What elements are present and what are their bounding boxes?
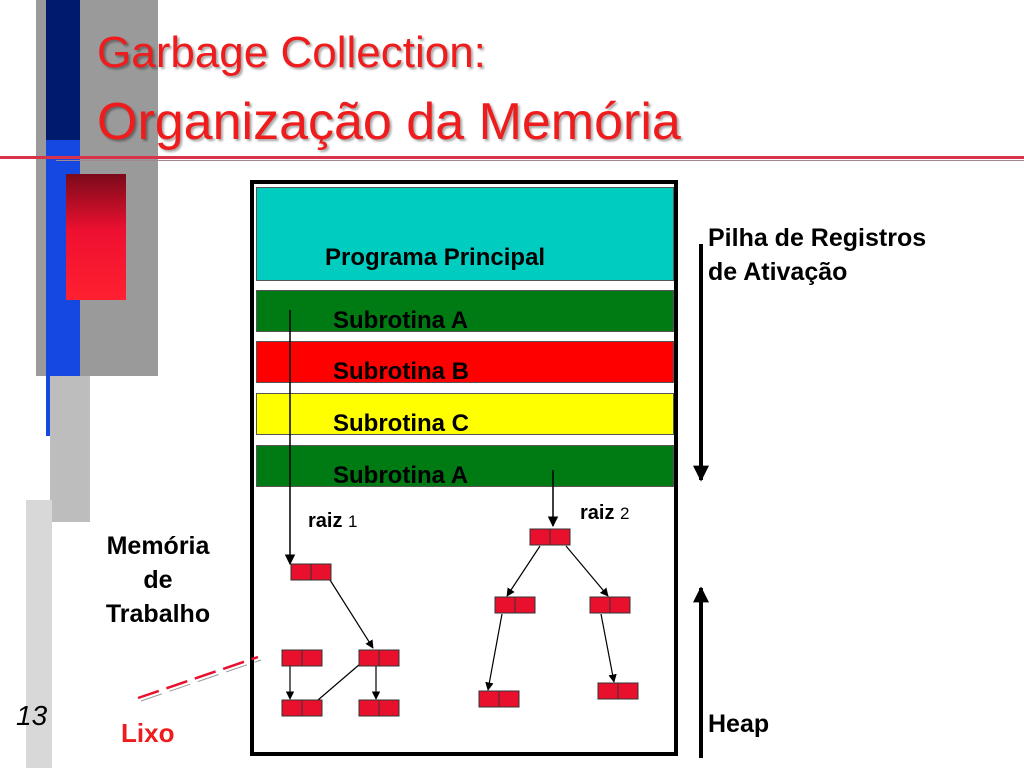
heap-node xyxy=(358,699,400,717)
root1-label: raiz 1 xyxy=(308,508,358,535)
stack-label: Pilha de Registros de Ativação xyxy=(708,222,926,290)
stack-frame-label: Subrotina C xyxy=(333,410,469,437)
decor-thin-gray-bar xyxy=(26,500,52,768)
root2-label: raiz 2 xyxy=(580,500,630,527)
working-memory-line1: Memória xyxy=(106,532,210,560)
stack-frame-subrotina-a-1: Subrotina A xyxy=(256,290,674,334)
stack-label-line2: de Ativação xyxy=(708,257,848,286)
heap-node xyxy=(494,596,536,614)
heap-edge xyxy=(506,545,541,597)
heap-node xyxy=(478,690,520,708)
decor-dark-blue-bar xyxy=(46,0,80,140)
heap-node xyxy=(281,649,323,667)
stack-frame-label: Subrotina A xyxy=(333,462,469,489)
heap-edge xyxy=(485,613,503,691)
heap-label: Heap xyxy=(708,710,770,738)
stack-frame-subrotina-c: Subrotina C xyxy=(256,393,674,437)
garbage-pointer xyxy=(137,655,259,700)
stack-frame-main-label: Programa Principal xyxy=(325,244,546,271)
heap-edge xyxy=(329,579,374,649)
root1-word: raiz xyxy=(308,510,343,532)
garbage-label: Lixo xyxy=(121,718,175,748)
garbage-pointer-shadow xyxy=(140,659,262,702)
title-rule-shadow xyxy=(56,160,1024,161)
stack-frame-main: Programa Principal xyxy=(256,187,674,281)
heap-edge xyxy=(600,613,617,683)
stack-frame-label: Subrotina B xyxy=(333,358,469,385)
stack-frame-label: Subrotina A xyxy=(333,307,469,334)
heap-node xyxy=(597,682,639,700)
decor-light-gray-bar xyxy=(50,376,90,522)
heap-node xyxy=(281,699,323,717)
heap-node xyxy=(290,563,332,581)
working-memory-label: Memória de Trabalho xyxy=(78,530,238,631)
root1-number: 1 xyxy=(348,512,358,531)
stack-frame-subrotina-b: Subrotina B xyxy=(256,341,674,385)
heap-node xyxy=(529,528,571,546)
slide-title-line2: Organização da Memória xyxy=(97,93,681,151)
root2-word: raiz xyxy=(580,502,615,524)
decor-red-block xyxy=(66,174,126,300)
heap-node xyxy=(358,649,400,667)
heap-edge xyxy=(565,545,609,597)
working-memory-line2: de xyxy=(143,565,173,594)
stack-frame-subrotina-a-2: Subrotina A xyxy=(256,445,674,489)
page-number: 13 xyxy=(16,700,48,731)
root2-number: 2 xyxy=(620,504,630,523)
title-rule xyxy=(0,156,1024,159)
working-memory-line3: Trabalho xyxy=(105,599,211,628)
heap-node xyxy=(589,596,631,614)
stack-label-line1: Pilha de Registros xyxy=(708,224,927,252)
slide-title-line1: Garbage Collection: xyxy=(97,28,486,77)
